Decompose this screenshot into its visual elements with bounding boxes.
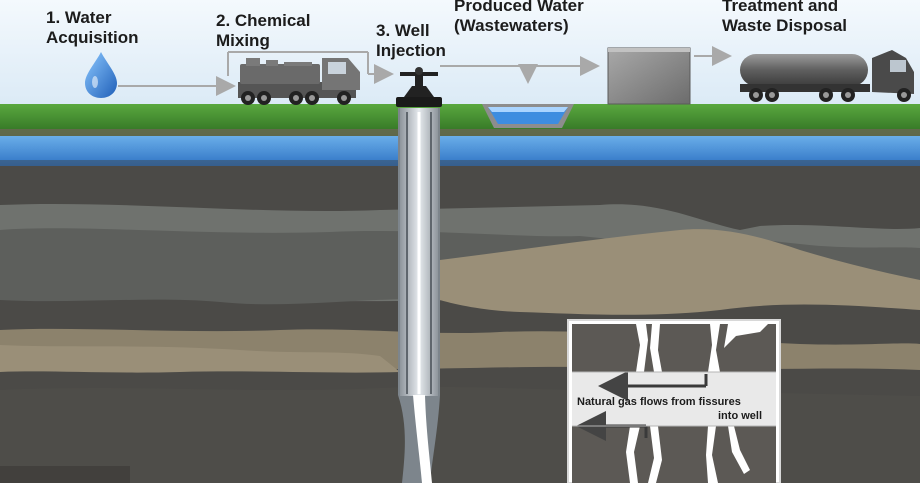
water-drop-icon	[85, 52, 117, 98]
step-2-title: 2. Chemical	[216, 11, 311, 30]
fissure-inset	[567, 319, 781, 483]
step-2-label: 2. Chemical Mixing	[216, 11, 311, 51]
step-5-subtitle: Waste Disposal	[722, 16, 848, 35]
step-5-title: Treatment and	[722, 0, 839, 15]
step-4-title: Produced Water	[454, 0, 584, 15]
step-3-label: 3. Well Injection	[376, 21, 446, 61]
underground-strata	[0, 165, 920, 483]
step-1-subtitle: Acquisition	[46, 28, 139, 47]
step-1-title: 1. Water	[46, 8, 112, 27]
step-1-label: 1. Water Acquisition	[46, 8, 139, 48]
step-5-label: Treatment and Waste Disposal	[722, 0, 847, 36]
inset-caption-line2: into well	[718, 410, 762, 422]
step-4-subtitle: (Wastewaters)	[454, 16, 569, 35]
well-bore	[398, 108, 440, 483]
storage-tank-icon	[607, 47, 691, 105]
tanker-truck-icon	[740, 50, 914, 102]
storage-pit-icon	[482, 104, 574, 128]
step-4-label: Produced Water (Wastewaters)	[454, 0, 584, 36]
process-flow-arrows	[118, 46, 732, 96]
inset-caption-line1: Natural gas flows from fissures	[577, 396, 741, 408]
step-3-title: 3. Well	[376, 21, 430, 40]
wellhead-icon	[396, 67, 442, 107]
mixing-truck-icon	[238, 58, 360, 105]
step-2-subtitle: Mixing	[216, 31, 270, 50]
step-3-subtitle: Injection	[376, 41, 446, 60]
